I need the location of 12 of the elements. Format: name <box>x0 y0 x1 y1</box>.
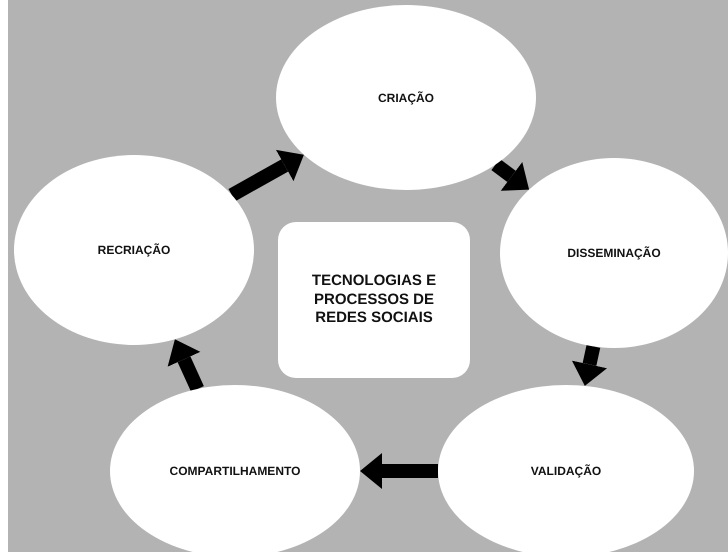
center-box <box>278 222 470 378</box>
node-label: CRIAÇÃO <box>378 90 434 104</box>
node-label: RECRIAÇÃO <box>98 243 170 257</box>
node-label: DISSEMINAÇÃO <box>567 246 661 260</box>
block-arrow <box>572 344 608 386</box>
node-label: COMPARTILHAMENTO <box>170 464 300 478</box>
block-arrow <box>168 339 204 392</box>
node-label: TECNOLOGIAS E PROCESSOS DE REDES SOCIAIS <box>310 272 438 328</box>
block-arrow <box>360 453 438 489</box>
block-arrow <box>228 150 304 202</box>
block-arrow <box>491 158 530 191</box>
node-label: VALIDAÇÃO <box>530 464 602 478</box>
